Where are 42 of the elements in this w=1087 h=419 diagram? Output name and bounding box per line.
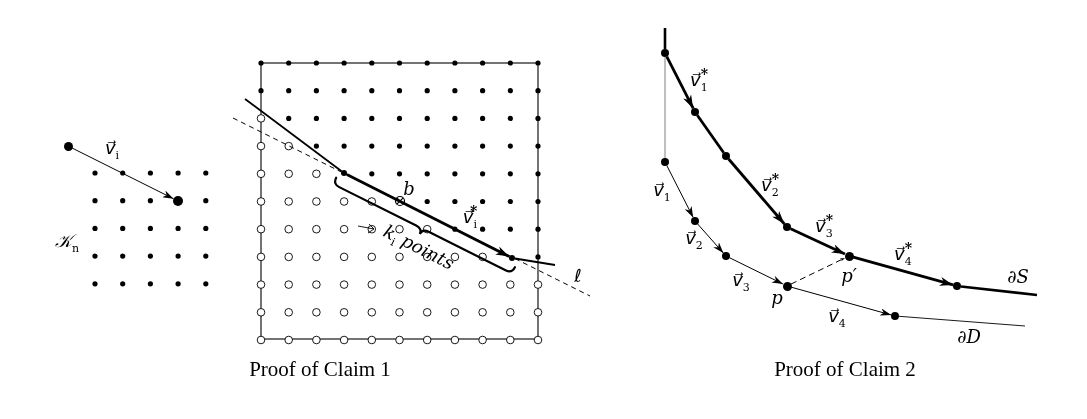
arrow	[790, 227, 846, 256]
vector-label: v⃗$_{2}$	[685, 229, 703, 251]
curve-line	[664, 56, 666, 159]
math-label: ℓ	[574, 267, 582, 285]
point-marker	[844, 251, 854, 261]
math-label: b	[403, 180, 415, 198]
point-marker	[661, 49, 669, 57]
point-marker	[691, 217, 699, 225]
curve-line	[696, 114, 725, 154]
point-label: p	[771, 289, 783, 307]
point-marker	[783, 223, 791, 231]
vector-label: v⃗$_{i}$	[104, 139, 120, 161]
point-marker	[722, 152, 730, 160]
point-marker	[661, 158, 669, 166]
arrow	[71, 147, 175, 200]
figure-caption: Proof of Claim 2	[774, 358, 916, 380]
arrow	[665, 55, 695, 110]
arrow	[727, 158, 786, 225]
arrow	[790, 257, 846, 285]
arrow	[790, 286, 892, 316]
vector-label: v⃗$_{4}$	[828, 307, 846, 329]
arrow	[666, 165, 694, 218]
point-marker	[691, 108, 699, 116]
point-marker	[953, 282, 961, 290]
math-label: ∂S	[1007, 268, 1029, 286]
vector-label: v⃗$_{3}$	[732, 271, 750, 293]
arrow	[697, 223, 724, 254]
point-marker	[722, 252, 730, 260]
point-label: p′	[841, 267, 857, 285]
point-marker	[782, 281, 792, 291]
point-marker	[63, 141, 73, 151]
point-marker	[891, 312, 899, 320]
math-label: ∂D	[957, 328, 981, 346]
point-marker	[340, 169, 348, 177]
arrow	[852, 255, 954, 287]
figure-caption: Proof of Claim 1	[249, 358, 391, 380]
arrow	[729, 257, 784, 285]
vector-label: v⃗$_{1}$	[653, 181, 671, 203]
arrow	[346, 173, 510, 258]
point-marker	[173, 196, 183, 206]
math-label: 𝒦$_{n}$	[54, 232, 80, 254]
point-marker	[508, 254, 516, 262]
